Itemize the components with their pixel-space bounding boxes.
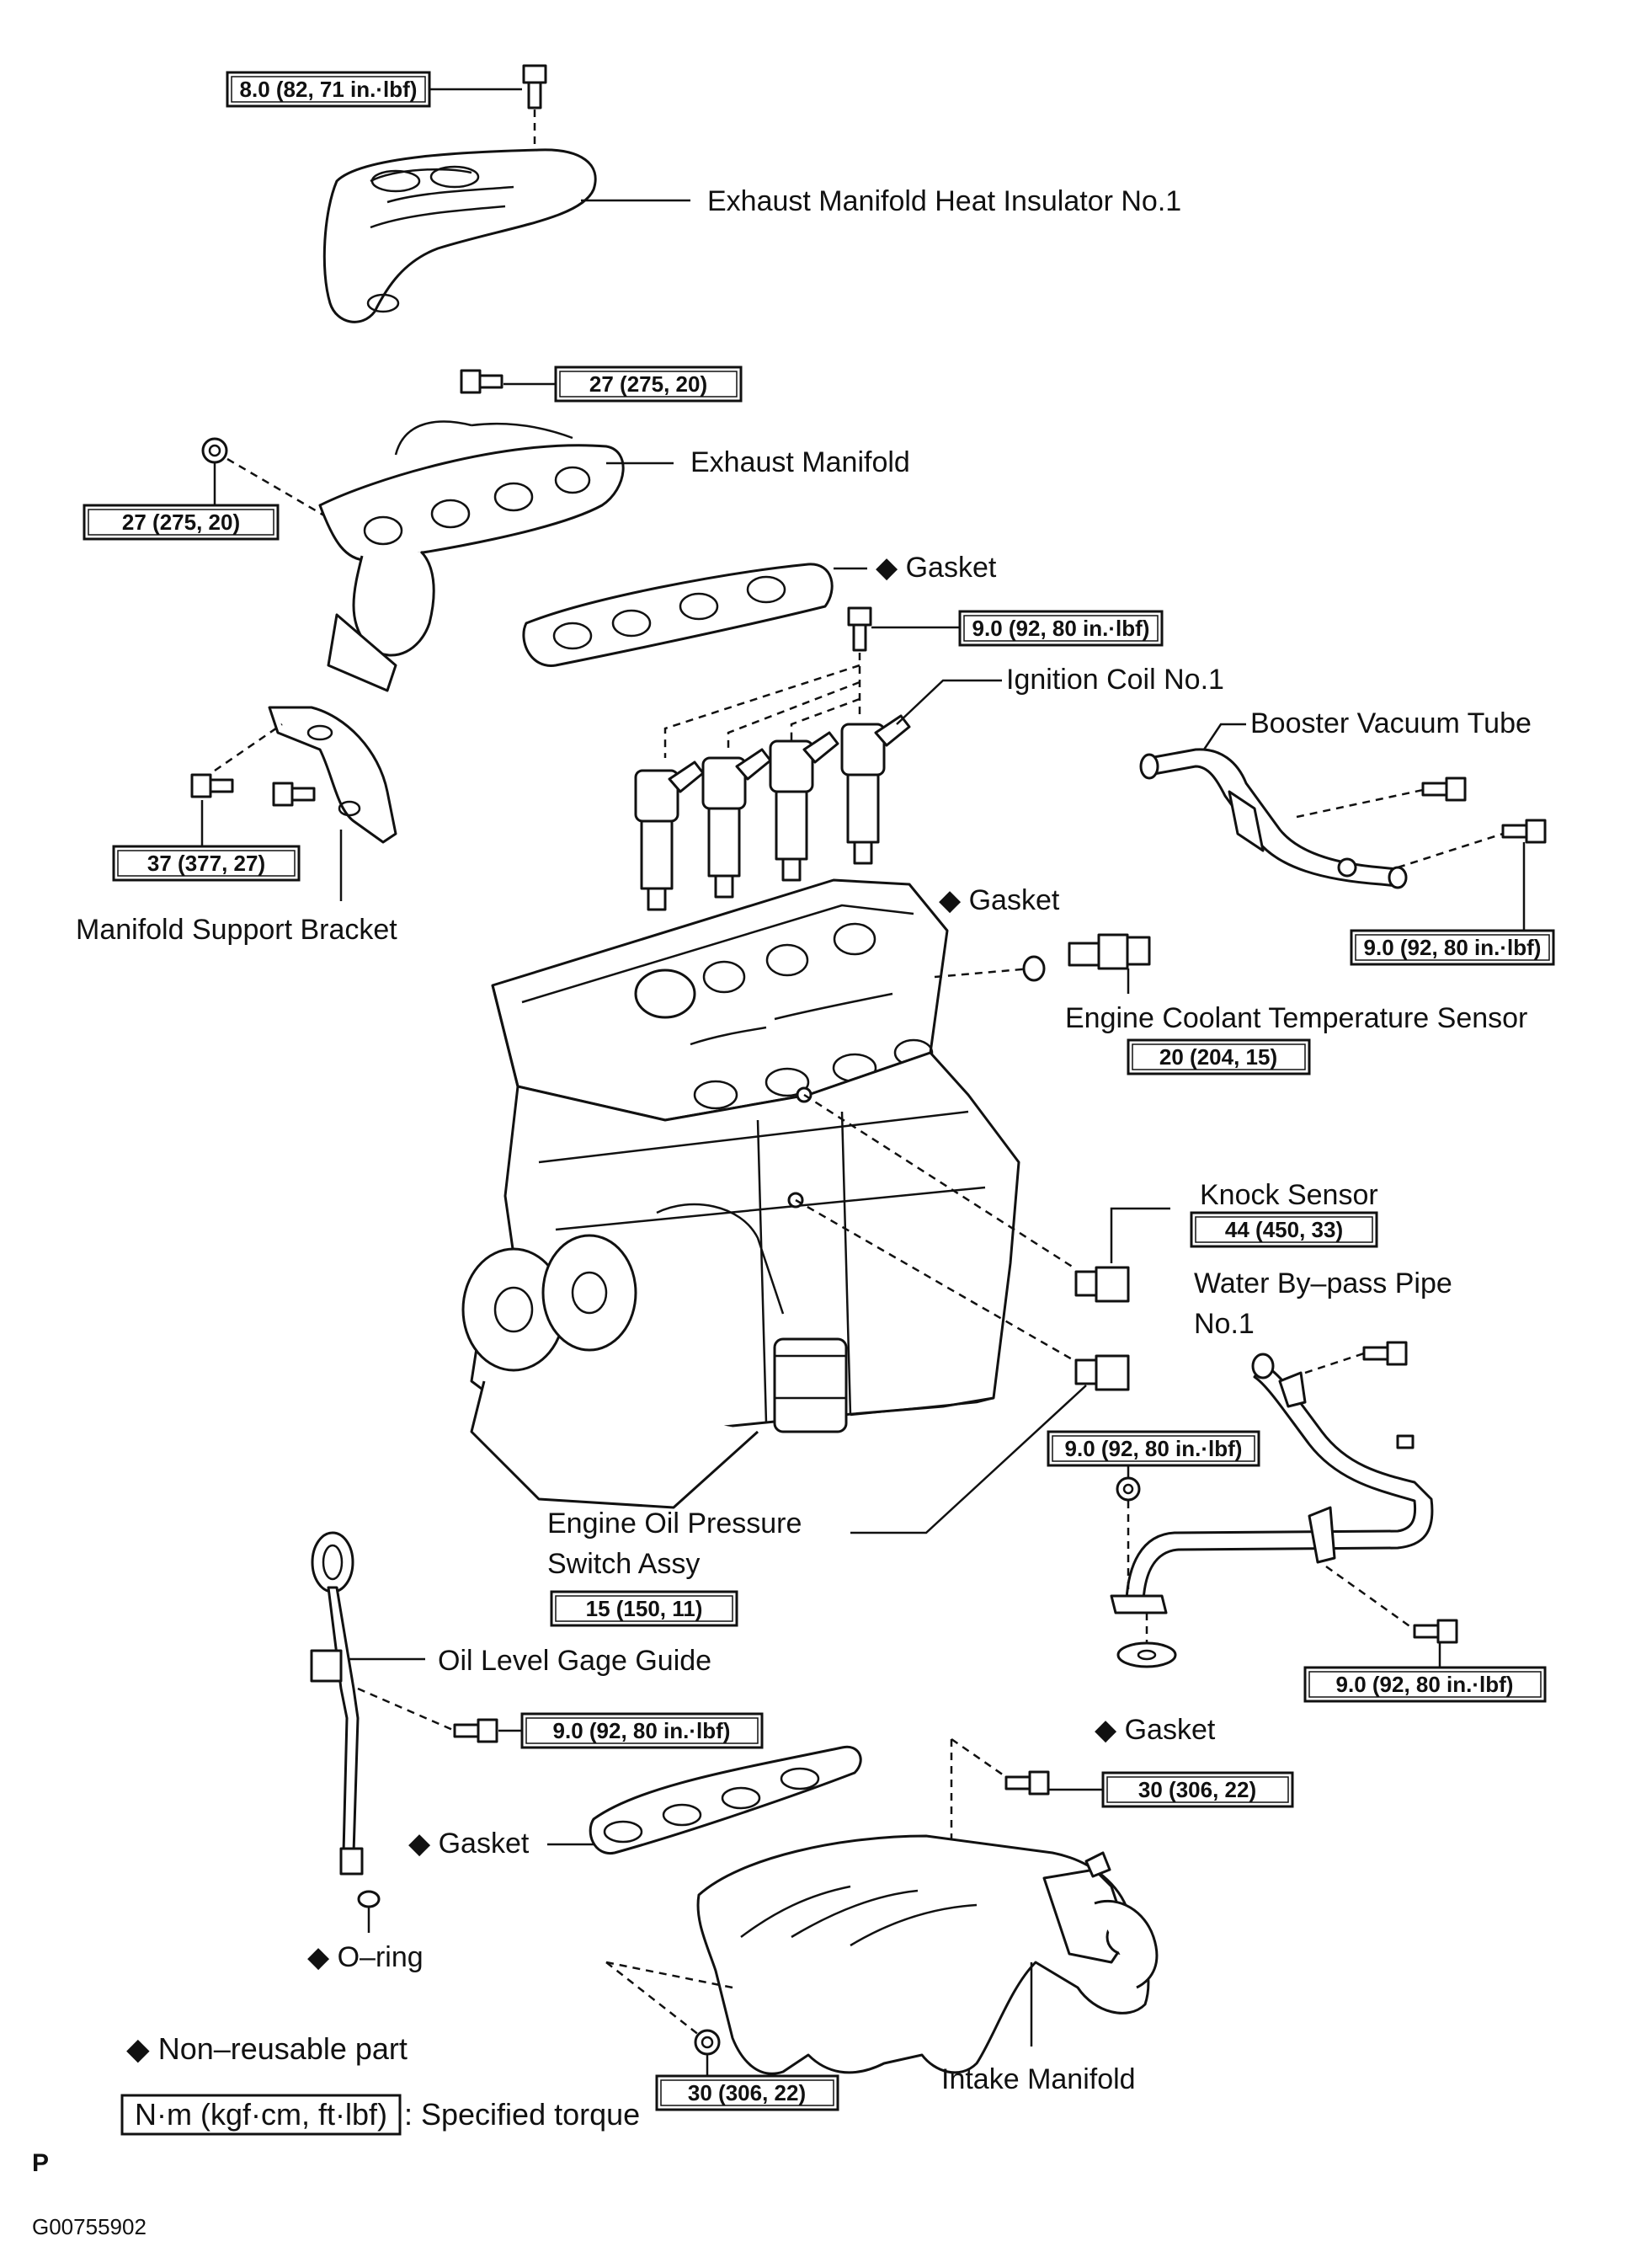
- label-water-bypass-2: No.1: [1194, 1308, 1255, 1340]
- label-gasket-exhaust: ◆ Gasket: [876, 552, 997, 584]
- label-o-ring: ◆ O–ring: [307, 1941, 424, 1973]
- torque-exhaust-top: 27 (275, 20): [589, 371, 707, 397]
- oil-level-gage-guide-icon: [310, 1531, 364, 1876]
- torque-box-booster-tube: 9.0 (92, 80 in.·lbf): [1350, 929, 1555, 966]
- torque-water-pipe-bolt: 9.0 (92, 80 in.·lbf): [1336, 1672, 1514, 1697]
- legend-torque-unit: N·m (kgf·cm, ft·lbf): [135, 2097, 387, 2132]
- label-gasket-intake: ◆ Gasket: [408, 1828, 530, 1860]
- label-manifold-support-bracket: Manifold Support Bracket: [76, 914, 397, 946]
- engine-block-icon: [461, 878, 1020, 1509]
- water-pipe-bolt-bottom-icon: [1413, 1619, 1458, 1644]
- torque-support-bracket: 37 (377, 27): [147, 851, 265, 876]
- exhaust-manifold-nut-icon: [201, 437, 228, 464]
- torque-oil-pressure: 15 (150, 11): [586, 1596, 703, 1621]
- footer-letter: P: [32, 2149, 49, 2177]
- label-exhaust-manifold: Exhaust Manifold: [690, 446, 910, 478]
- torque-oil-gage-guide: 9.0 (92, 80 in.·lbf): [553, 1718, 731, 1743]
- legend-torque-box: N·m (kgf·cm, ft·lbf): [120, 2094, 402, 2136]
- ignition-coil-bolt-icon: [847, 606, 872, 652]
- water-bypass-pipe-icon: [1110, 1353, 1434, 1614]
- label-gasket-water: ◆ Gasket: [1095, 1714, 1216, 1746]
- booster-vacuum-tube-icon: [1139, 748, 1408, 889]
- torque-box-support-bracket: 37 (377, 27): [112, 845, 301, 882]
- legend-specified-torque: : Specified torque: [404, 2097, 640, 2132]
- support-bracket-bolt-2-icon: [272, 782, 316, 807]
- legend-non-reusable: ◆ Non–reusable part: [126, 2031, 408, 2066]
- heat-insulator-icon: [322, 148, 597, 323]
- torque-intake-nut: 30 (306, 22): [688, 2080, 806, 2105]
- torque-box-oil-gage-guide: 9.0 (92, 80 in.·lbf): [520, 1712, 764, 1749]
- torque-booster-tube: 9.0 (92, 80 in.·lbf): [1364, 935, 1542, 960]
- footer-code: G00755902: [32, 2214, 147, 2239]
- torque-box-water-pipe-bolt: 9.0 (92, 80 in.·lbf): [1303, 1666, 1547, 1703]
- torque-box-exhaust-left: 27 (275, 20): [83, 504, 280, 541]
- intake-manifold-bolt-icon: [1004, 1770, 1050, 1796]
- o-ring-icon: [357, 1890, 381, 1908]
- booster-tube-bolt-1-icon: [1421, 776, 1467, 802]
- label-knock-sensor: Knock Sensor: [1200, 1179, 1378, 1211]
- water-gasket-icon: [1116, 1641, 1177, 1668]
- torque-box-coolant-temp: 20 (204, 15): [1127, 1038, 1311, 1075]
- coolant-gasket-icon: [1022, 955, 1046, 982]
- exhaust-gasket-icon: [522, 563, 834, 667]
- torque-exhaust-left: 27 (275, 20): [122, 510, 240, 535]
- label-water-bypass-1: Water By–pass Pipe: [1194, 1267, 1452, 1299]
- torque-coolant-temp: 20 (204, 15): [1159, 1044, 1277, 1070]
- label-gasket-coolant: ◆ Gasket: [939, 884, 1060, 916]
- label-intake-manifold: Intake Manifold: [941, 2063, 1136, 2095]
- coolant-temp-sensor-icon: [1068, 933, 1151, 970]
- label-booster-vacuum-tube: Booster Vacuum Tube: [1250, 707, 1532, 739]
- torque-intake-bolt: 30 (306, 22): [1138, 1777, 1256, 1802]
- oil-pressure-switch-icon: [1074, 1354, 1130, 1391]
- torque-box-knock-sensor: 44 (450, 33): [1190, 1211, 1378, 1248]
- label-engine-coolant-temp-sensor: Engine Coolant Temperature Sensor: [1065, 1002, 1527, 1034]
- intake-gasket-icon: [589, 1745, 862, 1854]
- intake-manifold-nut-icon: [694, 2029, 721, 2056]
- torque-water-pipe-nut: 9.0 (92, 80 in.·lbf): [1065, 1436, 1243, 1461]
- torque-ignition-coil: 9.0 (92, 80 in.·lbf): [972, 616, 1150, 641]
- ignition-coil-3-icon: [769, 731, 839, 882]
- torque-heat-insulator: 8.0 (82, 71 in.·lbf): [240, 77, 418, 102]
- torque-box-intake-nut: 30 (306, 22): [655, 2074, 839, 2111]
- label-oil-pressure-switch-1: Engine Oil Pressure: [547, 1508, 802, 1540]
- heat-insulator-bolt-icon: [522, 64, 547, 109]
- ignition-coil-1-icon: [634, 760, 705, 911]
- booster-tube-bolt-2-icon: [1501, 819, 1547, 844]
- exhaust-manifold-bolt-icon: [460, 369, 503, 394]
- water-pipe-bolt-top-icon: [1362, 1341, 1408, 1366]
- label-oil-level-gage-guide: Oil Level Gage Guide: [438, 1645, 711, 1677]
- knock-sensor-icon: [1074, 1266, 1130, 1303]
- intake-manifold-icon: [696, 1834, 1159, 2075]
- label-heat-insulator: Exhaust Manifold Heat Insulator No.1: [707, 185, 1181, 217]
- label-oil-pressure-switch-2: Switch Assy: [547, 1548, 700, 1580]
- support-bracket-bolt-1-icon: [190, 773, 234, 798]
- ignition-coil-4-icon: [840, 714, 911, 865]
- water-pipe-nut-icon: [1116, 1476, 1141, 1502]
- torque-box-heat-insulator: 8.0 (82, 71 in.·lbf): [226, 71, 431, 108]
- torque-box-intake-bolt: 30 (306, 22): [1101, 1771, 1294, 1808]
- oil-gage-guide-bolt-icon: [453, 1718, 498, 1743]
- torque-knock-sensor: 44 (450, 33): [1225, 1217, 1343, 1242]
- support-bracket-icon: [268, 706, 397, 844]
- torque-box-water-pipe-nut: 9.0 (92, 80 in.·lbf): [1047, 1430, 1260, 1467]
- torque-box-ignition-coil: 9.0 (92, 80 in.·lbf): [958, 610, 1164, 647]
- exhaust-manifold-icon: [318, 420, 625, 692]
- label-ignition-coil: Ignition Coil No.1: [1006, 664, 1224, 696]
- torque-box-oil-pressure: 15 (150, 11): [550, 1590, 738, 1627]
- ignition-coil-2-icon: [701, 748, 772, 899]
- torque-box-exhaust-top: 27 (275, 20): [554, 366, 743, 403]
